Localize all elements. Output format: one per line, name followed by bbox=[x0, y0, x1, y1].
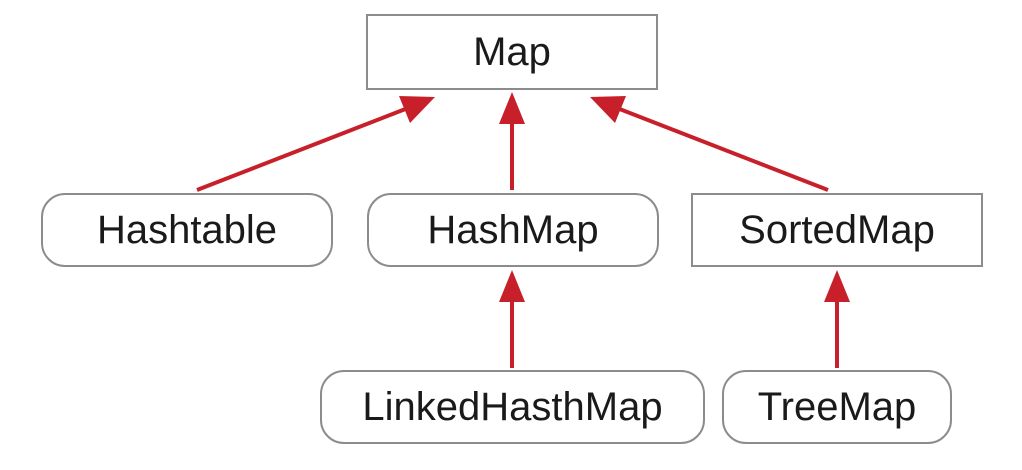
node-linkedhashmap: LinkedHasthMap bbox=[320, 370, 705, 444]
arrowhead-treemap-to-sortedmap bbox=[824, 270, 850, 302]
arrowhead-hashtable-to-map bbox=[399, 96, 435, 123]
node-hashtable: Hashtable bbox=[41, 193, 333, 267]
arrowhead-linkedhashmap-to-hashmap bbox=[499, 270, 525, 302]
node-map: Map bbox=[366, 14, 658, 90]
edge-sortedmap-to-map bbox=[616, 106, 829, 192]
edge-hashtable-to-map bbox=[196, 106, 409, 192]
node-sortedmap: SortedMap bbox=[691, 193, 983, 267]
arrowhead-sortedmap-to-map bbox=[590, 96, 626, 123]
arrowhead-hashmap-to-map bbox=[499, 92, 525, 124]
node-treemap: TreeMap bbox=[722, 370, 952, 444]
node-hashmap: HashMap bbox=[367, 193, 659, 267]
